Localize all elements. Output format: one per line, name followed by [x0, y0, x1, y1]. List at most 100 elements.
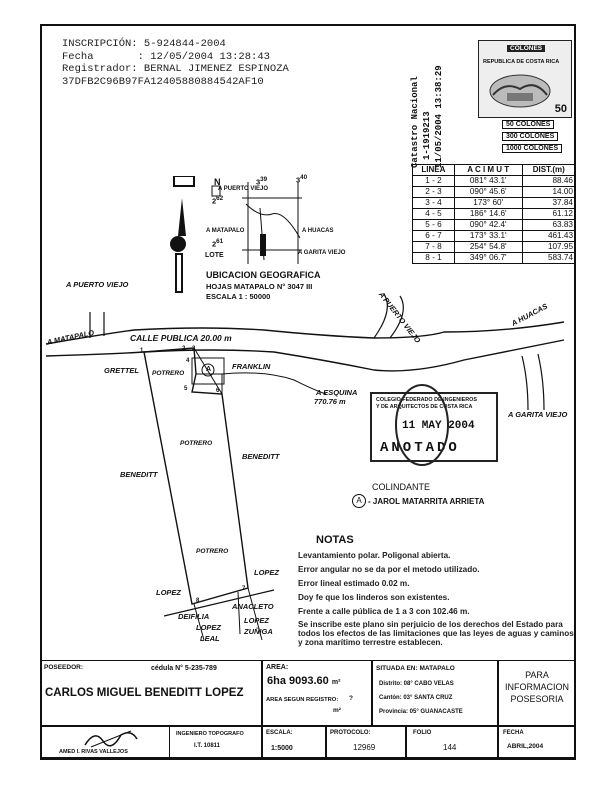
point-6: 6 [216, 388, 220, 394]
plan-potrero-mid: POTRERO [180, 440, 213, 447]
header-acimut: A C I M U T [453, 164, 523, 176]
acimut: 173° 60' [453, 197, 523, 209]
note-item: Error angular no se da por el metodo uti… [298, 565, 480, 574]
plan-lopez-left: LOPEZ [156, 588, 182, 597]
situada-label: SITUADA EN: MATAPALO [376, 665, 455, 672]
registry-hash: 37DFB2C96B97FA12405880884542AF10 [62, 75, 264, 88]
plan-circle-a: A [206, 366, 212, 373]
catastro-number: 1-1919213 [422, 111, 432, 160]
catastro-title: Catastro Nacional [410, 76, 420, 168]
acimut: 081° 43.1' [453, 175, 523, 187]
linea: 2 - 3 [412, 186, 455, 198]
registry-fecha: Fecha : 12/05/2004 13:28:43 [62, 50, 270, 63]
colindante-title: COLINDANTE [372, 482, 431, 492]
college-line1: COLEGIO FEDERADO DE INGENIEROS [376, 397, 477, 403]
dist: 14.00 [521, 186, 577, 198]
cedula: cédula N° 5-235-789 [151, 665, 217, 672]
dist: 583.74 [521, 252, 577, 264]
escala-cell: ESCALA: 1:5000 [262, 726, 326, 758]
dist: 63.83 [521, 219, 577, 231]
area-cell: AREA: 6ha 9093.60 m² AREA SEGUN REGISTRO… [262, 660, 372, 726]
plan-lopez-zuniga-2: ZUÑIGA [244, 627, 273, 636]
dist: 461.43 [521, 230, 577, 242]
dist: 107.95 [521, 241, 577, 253]
protocolo-cell: PROTOCOLO: 12969 [326, 726, 406, 758]
linea: 4 - 5 [412, 208, 455, 220]
plan-esquina: A ESQUINA [316, 388, 358, 397]
acimut: 254° 54.8' [453, 241, 523, 253]
note-item: Error lineal estimado 0.02 m. [298, 579, 410, 588]
seal-icon [395, 384, 449, 466]
provincia: Provincia: 05° GUANACASTE [379, 709, 463, 715]
plan-potrero-low: POTRERO [196, 548, 229, 555]
plan-puerto-viejo-left: A PUERTO VIEJO [66, 280, 129, 289]
catastro-datetime: 11/05/2004 13:38:29 [434, 65, 444, 168]
folio-value: 144 [443, 743, 457, 752]
denomination-50: 50 COLONES [502, 120, 555, 129]
plan-anacleto: ANACLETO [232, 602, 274, 611]
fiscal-stamp-emblem-icon [489, 74, 551, 108]
map-lote: LOTE [205, 252, 224, 259]
hojas-label: HOJAS MATAPALO N° 3047 III [206, 282, 313, 291]
poseedor-cell: POSEEDOR: cédula N° 5-235-789 CARLOS MIG… [40, 660, 262, 726]
point-5: 5 [184, 386, 188, 392]
escala-label: ESCALA: [266, 730, 293, 736]
note-item: Se inscribe este plano sin perjuicio de … [298, 620, 574, 647]
protocolo-label: PROTOCOLO: [330, 730, 371, 736]
north-arrow-icon [170, 176, 195, 293]
map-garita: A GARITA VIEJO [298, 250, 346, 256]
header-dist: DIST.(m) [521, 164, 577, 176]
protocolo-value: 12969 [353, 743, 376, 752]
sheet-right: 340 [296, 174, 308, 185]
notes-title: NOTAS [316, 534, 354, 546]
plan-gretel: GRETTEL [104, 366, 139, 375]
plan-lopez-right: LOPEZ [254, 568, 280, 577]
row-bottom: 261 [212, 238, 224, 249]
linea: 6 - 7 [412, 230, 455, 242]
plan-franklin: FRANKLIN [232, 362, 271, 371]
notes-section: NOTAS Levantamiento polar. Poligonal abi… [298, 534, 574, 648]
denomination-1000: 1000 COLONES [502, 144, 563, 153]
acimut: 090° 42.4' [453, 219, 523, 231]
acimut: 186° 14.6' [453, 208, 523, 220]
informacion: INFORMACION [505, 682, 569, 692]
escala-label: ESCALA 1 : 50000 [206, 292, 271, 301]
area-value: 6ha 9093.60 m² [267, 675, 341, 687]
point-8: 8 [196, 598, 200, 604]
college-date: 11 MAY 2004 [402, 420, 475, 432]
document-frame [40, 24, 576, 760]
location-map [211, 182, 302, 264]
linea: 8 - 1 [412, 252, 455, 264]
linea: 1 - 2 [412, 175, 455, 187]
row-top: 262 [212, 195, 224, 206]
acimut: 090° 45.6' [453, 186, 523, 198]
signature-cell: AMED I. RIVAS VALLEJOS [40, 726, 170, 758]
sheet-left: 339 [256, 176, 268, 187]
plan-potrero-top: POTRERO [152, 370, 185, 377]
map-matapalo: A MATAPALO [206, 228, 245, 234]
registry-registrador: Registrador: BERNAL JIMENEZ ESPINOZA [62, 63, 289, 75]
point-3: 3 [192, 346, 196, 352]
plan-beneditt-right: BENEDITT [242, 452, 280, 461]
fiscal-stamp-value: 50 [554, 103, 567, 115]
colindante-name: - JAROL MATARRITA ARRIETA [368, 497, 485, 506]
posesoria: POSESORIA [510, 694, 564, 704]
signature-icon [84, 730, 138, 748]
area-registro-unit: m² [333, 707, 341, 714]
note-item: Doy fe que los linderos son existentes. [298, 593, 450, 602]
ingeniero-title: INGENIERO TOPOGRAFO [176, 731, 244, 737]
plan-calle-publica: CALLE PUBLICA 20.00 m [130, 333, 232, 343]
catastro-stamp: Catastro Nacional 1-1919213 11/05/2004 1… [408, 40, 448, 168]
header-linea: LINEA [412, 164, 455, 176]
acimut: 173° 33.1' [453, 230, 523, 242]
folio-label: FOLIO [413, 730, 432, 736]
azimuth-table-header: LINEA A C I M U T DIST.(m) [412, 164, 577, 176]
para-cell: PARA INFORMACION POSESORIA [498, 660, 576, 726]
point-1: 1 [140, 348, 144, 354]
